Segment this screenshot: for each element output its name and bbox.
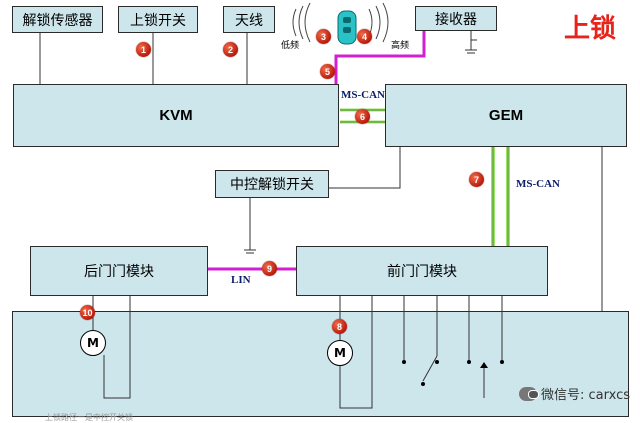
antenna-label: 天线 xyxy=(235,12,263,29)
front-door-module: 前门门模块 xyxy=(296,246,548,296)
watermark-text: 微信号: carxcs xyxy=(541,388,631,403)
lin-label: LIN xyxy=(231,274,251,286)
rear-door-motor: M xyxy=(80,330,106,356)
central-unlock-switch-label: 中控解锁开关 xyxy=(230,177,314,193)
front-motor-label: M xyxy=(334,346,346,360)
badge-3: 3 xyxy=(316,29,331,44)
badge-6: 6 xyxy=(355,109,370,124)
ms-can-label-right: MS-CAN xyxy=(516,178,560,190)
low-freq-label: 低频 xyxy=(281,41,300,51)
rear-motor-label: M xyxy=(87,336,99,350)
kvm-module: KVM xyxy=(13,84,339,147)
kvm-label: KVM xyxy=(159,107,193,124)
badge-8: 8 xyxy=(332,319,347,334)
front-door-motor: M xyxy=(327,340,353,366)
watermark: 微信号: carxcs xyxy=(519,384,630,403)
rear-door-module: 后门门模块 xyxy=(30,246,208,296)
badge-1: 1 xyxy=(136,42,151,57)
gem-label: GEM xyxy=(488,107,524,124)
lock-switch-box: 上锁开关 xyxy=(118,6,198,33)
unlock-sensor-box: 解锁传感器 xyxy=(12,6,103,33)
wechat-icon xyxy=(519,386,539,401)
receiver-box: 接收器 xyxy=(415,6,497,31)
central-unlock-switch: 中控解锁开关 xyxy=(215,170,329,198)
antenna-box: 天线 xyxy=(223,6,275,33)
badge-4: 4 xyxy=(357,29,372,44)
ms-can-label-top: MS-CAN xyxy=(341,89,385,101)
badge-7: 7 xyxy=(469,172,484,187)
badge-2: 2 xyxy=(223,42,238,57)
receiver-label: 接收器 xyxy=(435,11,477,28)
lock-switch-label: 上锁开关 xyxy=(130,12,186,29)
lock-title: 上锁 xyxy=(564,14,617,44)
rear-door-module-label: 后门门模块 xyxy=(84,264,154,280)
high-freq-label: 高频 xyxy=(391,41,410,51)
badge-5: 5 xyxy=(320,64,335,79)
badge-9: 9 xyxy=(262,261,277,276)
unlock-sensor-label: 解锁传感器 xyxy=(22,12,93,29)
gem-module: GEM xyxy=(385,84,627,147)
key-fob-icon xyxy=(337,10,357,45)
badge-10: 10 xyxy=(80,305,95,320)
footer-caption: 上锁路径一是中控开关锁 xyxy=(45,413,133,422)
front-door-module-label: 前门门模块 xyxy=(387,264,457,280)
